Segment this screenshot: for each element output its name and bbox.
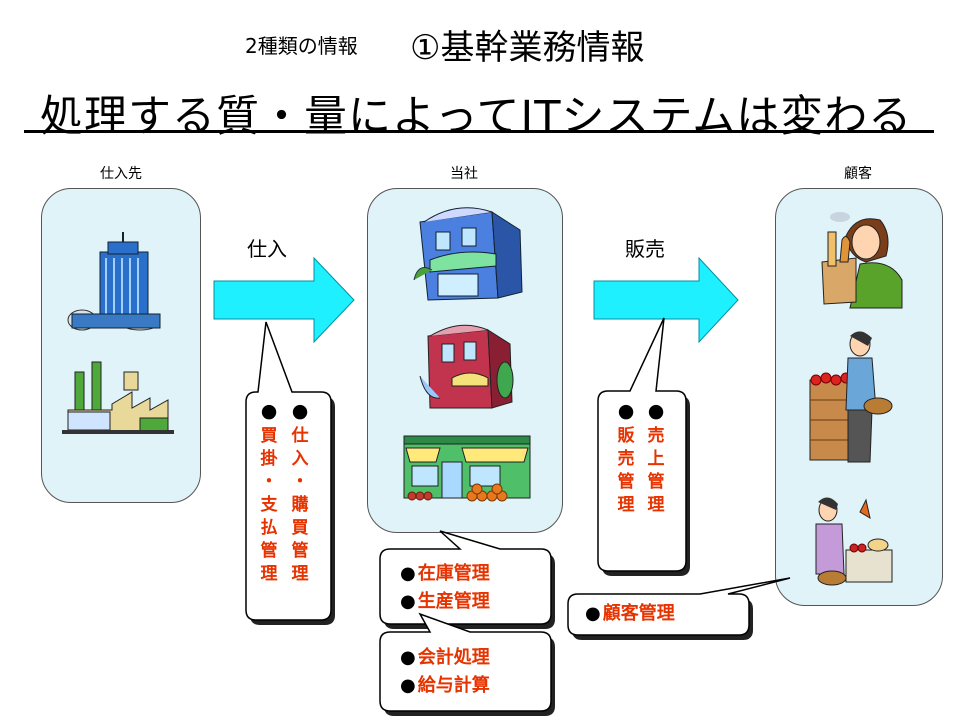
customer-callout: ●顧客管理 [585,600,675,628]
supplier-label: 仕入先 [100,166,142,182]
accounting-callout: ●会計処理 ●給与計算 [400,644,490,700]
customer-label: 顧客 [844,166,872,182]
purchase-callout-col-purchasing: ● 仕 入 ・ 購 買 管 理 [291,400,309,584]
subtitle: 2種類の情報 [245,34,358,58]
inventory-callout-item: ●生産管理 [400,591,490,612]
sales-callout-col-sales-mgmt: ● 販 売 管 理 [617,400,635,515]
sales-callout-bubble [597,317,687,572]
inventory-callout: ●在庫管理 ●生産管理 [400,560,490,616]
vegetable-vendor-icon [815,497,893,586]
purchase-arrow [213,256,355,344]
office-building-icon [67,232,161,331]
store-blue-icon [413,207,523,301]
sales-arrow [593,256,739,344]
supplier-panel [41,188,201,503]
customer-callout-item: ●顧客管理 [585,603,675,624]
inventory-callout-bubble [379,530,552,625]
customer-callout-bubble [567,577,791,636]
company-label: 当社 [450,166,478,182]
main-title: 処理する質・量によってITシステムは変わる [40,92,913,142]
accounting-callout-item: ●会計処理 [400,647,490,668]
purchase-callout-col-payables: ● 買 掛 ・ 支 払 管 理 [260,400,278,584]
sales-flow-label: 販売 [625,237,665,261]
heading: ①基幹業務情報 [410,28,645,68]
accounting-callout-item: ●給与計算 [400,675,490,696]
purchase-flow-label: 仕入 [247,237,287,261]
inventory-callout-item: ●在庫管理 [400,563,490,584]
purchase-callout-bubble [245,321,332,621]
store-red-icon [419,324,514,409]
market-shopper-icon [809,331,893,463]
store-grocery-icon [403,435,531,502]
factory-icon [62,361,174,434]
title-rule [24,130,934,133]
accounting-callout-bubble [379,612,552,712]
shopper-with-bread-icon [821,212,903,309]
sales-callout-col-revenue-mgmt: ● 売 上 管 理 [647,400,665,515]
